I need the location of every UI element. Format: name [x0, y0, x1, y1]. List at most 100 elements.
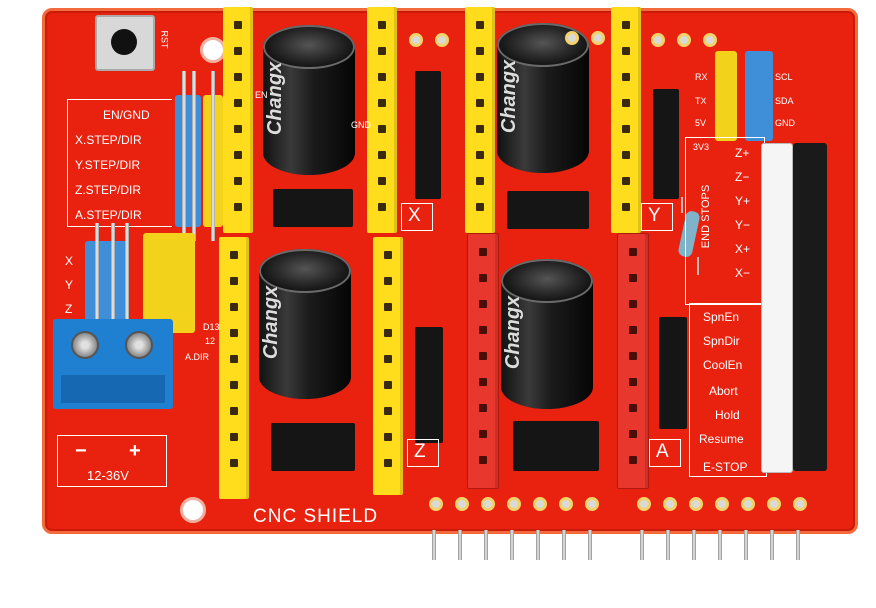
left-labels-frame: [67, 99, 172, 227]
socket-slot: [629, 404, 637, 412]
axis-header-z[interactable]: [415, 327, 443, 443]
capacitor-y: Changx: [497, 23, 589, 173]
jumper-yellow-serial[interactable]: [715, 51, 737, 141]
pad: [767, 497, 781, 511]
socket-slot: [479, 300, 487, 308]
endstop-white-header[interactable]: [761, 143, 793, 473]
socket-x-left[interactable]: [223, 7, 253, 233]
pad: [507, 497, 521, 511]
pad: [409, 33, 423, 47]
axis-header-x[interactable]: [415, 71, 441, 199]
resistor-lead: [697, 257, 699, 275]
label-en-gnd: EN/GND: [103, 108, 150, 122]
socket-x-right[interactable]: [367, 7, 397, 233]
pin: [111, 223, 115, 333]
endstop-x-minus: X−: [735, 266, 751, 280]
socket-slot: [622, 125, 630, 133]
socket-slot: [378, 151, 386, 159]
control-hold: Hold: [715, 408, 740, 422]
jumper-yellow-lower-left[interactable]: [143, 233, 195, 333]
microstep-header-y[interactable]: [507, 191, 589, 229]
capacitor-top: [259, 249, 351, 293]
axis-side-y: Y: [65, 278, 74, 292]
label-5v: 5V: [695, 118, 707, 128]
bottom-pin: [588, 530, 592, 560]
socket-y-left[interactable]: [465, 7, 495, 233]
pin: [211, 71, 215, 241]
socket-slot: [476, 203, 484, 211]
control-spnen: SpnEn: [703, 310, 740, 324]
axis-side-z: Z: [65, 302, 73, 316]
socket-slot: [378, 177, 386, 185]
socket-slot: [629, 274, 637, 282]
reset-button-cap[interactable]: [111, 29, 137, 55]
pad: [455, 497, 469, 511]
axis-header-y[interactable]: [653, 89, 679, 199]
socket-slot: [384, 381, 392, 389]
socket-z-right[interactable]: [373, 237, 403, 495]
microstep-header-z[interactable]: [271, 423, 355, 471]
socket-slot: [384, 407, 392, 415]
pad: [637, 497, 651, 511]
socket-slot: [476, 47, 484, 55]
socket-slot: [384, 329, 392, 337]
jumper-blue-top-left[interactable]: [175, 95, 201, 227]
socket-y-right[interactable]: [611, 7, 641, 233]
capacitor-a: Changx: [501, 259, 593, 409]
reset-button[interactable]: [95, 15, 155, 71]
bottom-pin: [640, 530, 644, 560]
screw-right[interactable]: [125, 331, 153, 359]
socket-slot: [234, 177, 242, 185]
endstop-y-plus: Y+: [735, 194, 751, 208]
rst-label: RST: [159, 30, 170, 49]
socket-a-left[interactable]: [467, 233, 499, 489]
socket-slot: [629, 326, 637, 334]
socket-slot: [476, 73, 484, 81]
microstep-header-x[interactable]: [273, 189, 353, 227]
mounting-hole-top: [200, 37, 226, 63]
socket-slot: [476, 125, 484, 133]
socket-slot: [479, 274, 487, 282]
socket-slot: [479, 430, 487, 438]
label-scl: SCL: [775, 72, 793, 82]
pad: [677, 33, 691, 47]
microstep-header-a[interactable]: [513, 421, 599, 471]
jumper-blue-i2c[interactable]: [745, 51, 773, 141]
endstop-black-header[interactable]: [793, 143, 827, 471]
pad: [481, 497, 495, 511]
power-terminal-block[interactable]: [53, 319, 173, 409]
socket-slot: [476, 177, 484, 185]
socket-slot: [230, 381, 238, 389]
screw-left[interactable]: [71, 331, 99, 359]
bottom-pin: [744, 530, 748, 560]
pin: [192, 71, 196, 241]
socket-slot: [622, 177, 630, 185]
label-3v3: 3V3: [693, 142, 710, 152]
jumper-blue-lower-left[interactable]: [85, 241, 129, 327]
pin: [182, 71, 186, 241]
socket-z-left[interactable]: [219, 237, 249, 499]
control-spndir: SpnDir: [703, 334, 740, 348]
label-tx: TX: [695, 96, 707, 106]
socket-slot: [479, 456, 487, 464]
socket-slot: [230, 433, 238, 441]
socket-slot: [476, 99, 484, 107]
bottom-pin: [510, 530, 514, 560]
axis-header-a[interactable]: [659, 317, 687, 429]
control-coolen: CoolEn: [703, 358, 743, 372]
socket-slot: [234, 47, 242, 55]
pad: [429, 497, 443, 511]
socket-a-right[interactable]: [617, 233, 649, 489]
bottom-pin: [432, 530, 436, 560]
socket-slot: [622, 203, 630, 211]
socket-slot: [622, 151, 630, 159]
axis-y-marker: Y: [641, 203, 673, 231]
socket-slot: [230, 459, 238, 467]
capacitor-label: Changx: [260, 285, 283, 360]
endstop-x-plus: X+: [735, 242, 751, 256]
bottom-pin: [536, 530, 540, 560]
socket-slot: [378, 99, 386, 107]
pin: [125, 223, 129, 333]
bottom-pin: [484, 530, 488, 560]
capacitor-top: [497, 23, 589, 67]
